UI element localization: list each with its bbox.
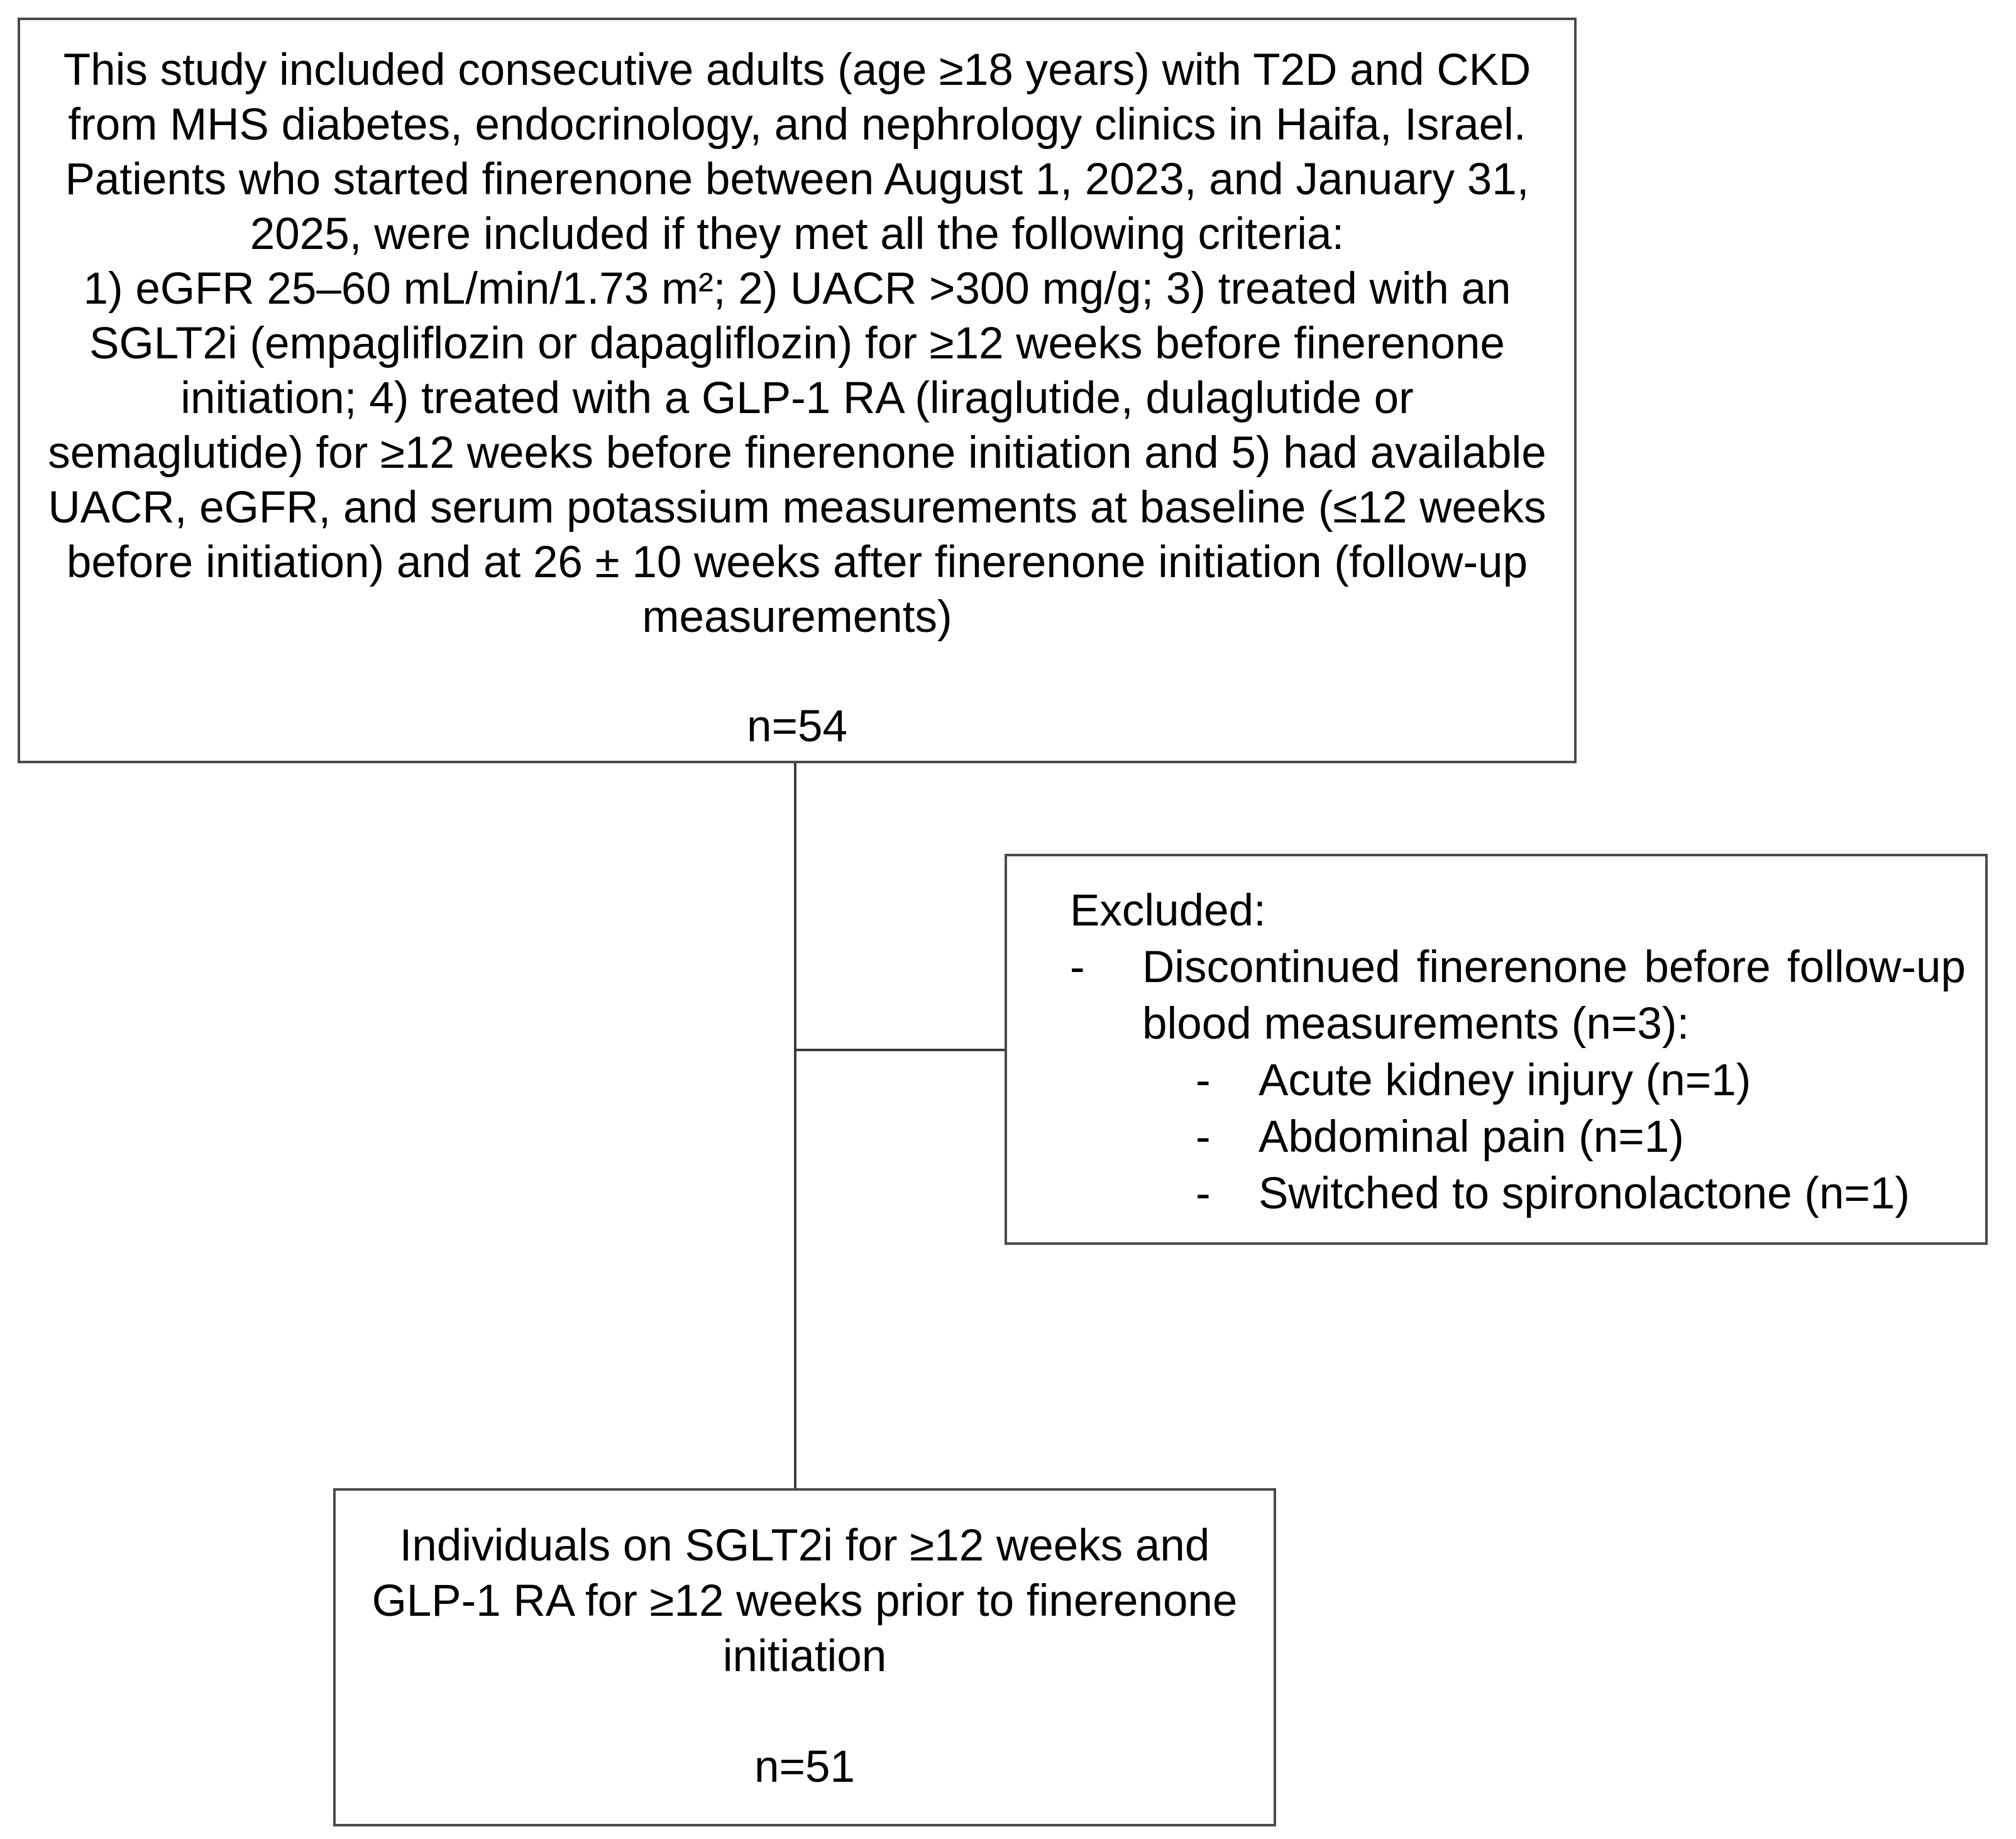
criteria-line: SGLT2i (empagliflozin or dapagliflozin) … [89, 319, 1505, 368]
criteria-line: before initiation) and at 26 ± 10 weeks … [66, 538, 1528, 587]
criteria-line: from MHS diabetes, endocrinology, and ne… [68, 100, 1526, 150]
bullet-dash: - [1196, 1056, 1211, 1105]
connector-vertical-line [794, 763, 796, 1488]
excluded-sub-bullet: - Abdominal pain (n=1) [1196, 1109, 1969, 1166]
excluded-sub-bullet: - Switched to spironolactone (n=1) [1196, 1166, 1969, 1222]
cohort-line: initiation [722, 1632, 887, 1681]
criteria-line: 2025, were included if they met all the … [250, 209, 1345, 259]
criteria-line: This study included consecutive adults (… [63, 45, 1531, 95]
excluded-bullet-text: Discontinued finerenone before follow-up… [1142, 942, 1966, 1049]
cohort-line: Individuals on SGLT2i for ≥12 weeks and [399, 1521, 1210, 1571]
bullet-dash: - [1196, 1169, 1211, 1218]
excluded-sub-bullet-text: Switched to spironolactone (n=1) [1259, 1169, 1910, 1218]
criteria-line: measurements) [642, 592, 952, 642]
excluded-sub-bullet-text: Abdominal pain (n=1) [1259, 1112, 1684, 1162]
excluded-bullet: - Discontinued finerenone before follow-… [1070, 939, 1969, 1052]
criteria-line: semaglutide) for ≥12 weeks before finere… [48, 428, 1546, 478]
excluded-sub-bullet: - Acute kidney injury (n=1) [1196, 1052, 1969, 1109]
excluded-box: Excluded: - Discontinued finerenone befo… [1005, 854, 1988, 1245]
criteria-line: initiation; 4) treated with a GLP-1 RA (… [180, 373, 1414, 423]
excluded-title: Excluded: [1070, 886, 1266, 936]
sample-size-n51: n=51 [754, 1742, 855, 1792]
excluded-sub-bullet-text: Acute kidney injury (n=1) [1259, 1056, 1751, 1105]
criteria-line: UACR, eGFR, and serum potassium measurem… [48, 483, 1546, 533]
sample-size-n54: n=54 [747, 702, 847, 751]
final-cohort-box: Individuals on SGLT2i for ≥12 weeks and … [333, 1488, 1276, 1826]
bullet-dash: - [1070, 942, 1085, 992]
inclusion-criteria-box: This study included consecutive adults (… [18, 18, 1577, 763]
connector-horizontal-line [794, 1049, 1007, 1051]
bullet-dash: - [1196, 1112, 1211, 1162]
criteria-line: 1) eGFR 25–60 mL/min/1.73 m²; 2) UACR >3… [83, 264, 1511, 314]
cohort-line: GLP-1 RA for ≥12 weeks prior to finereno… [372, 1576, 1238, 1626]
criteria-line: Patients who started finerenone between … [65, 155, 1529, 204]
